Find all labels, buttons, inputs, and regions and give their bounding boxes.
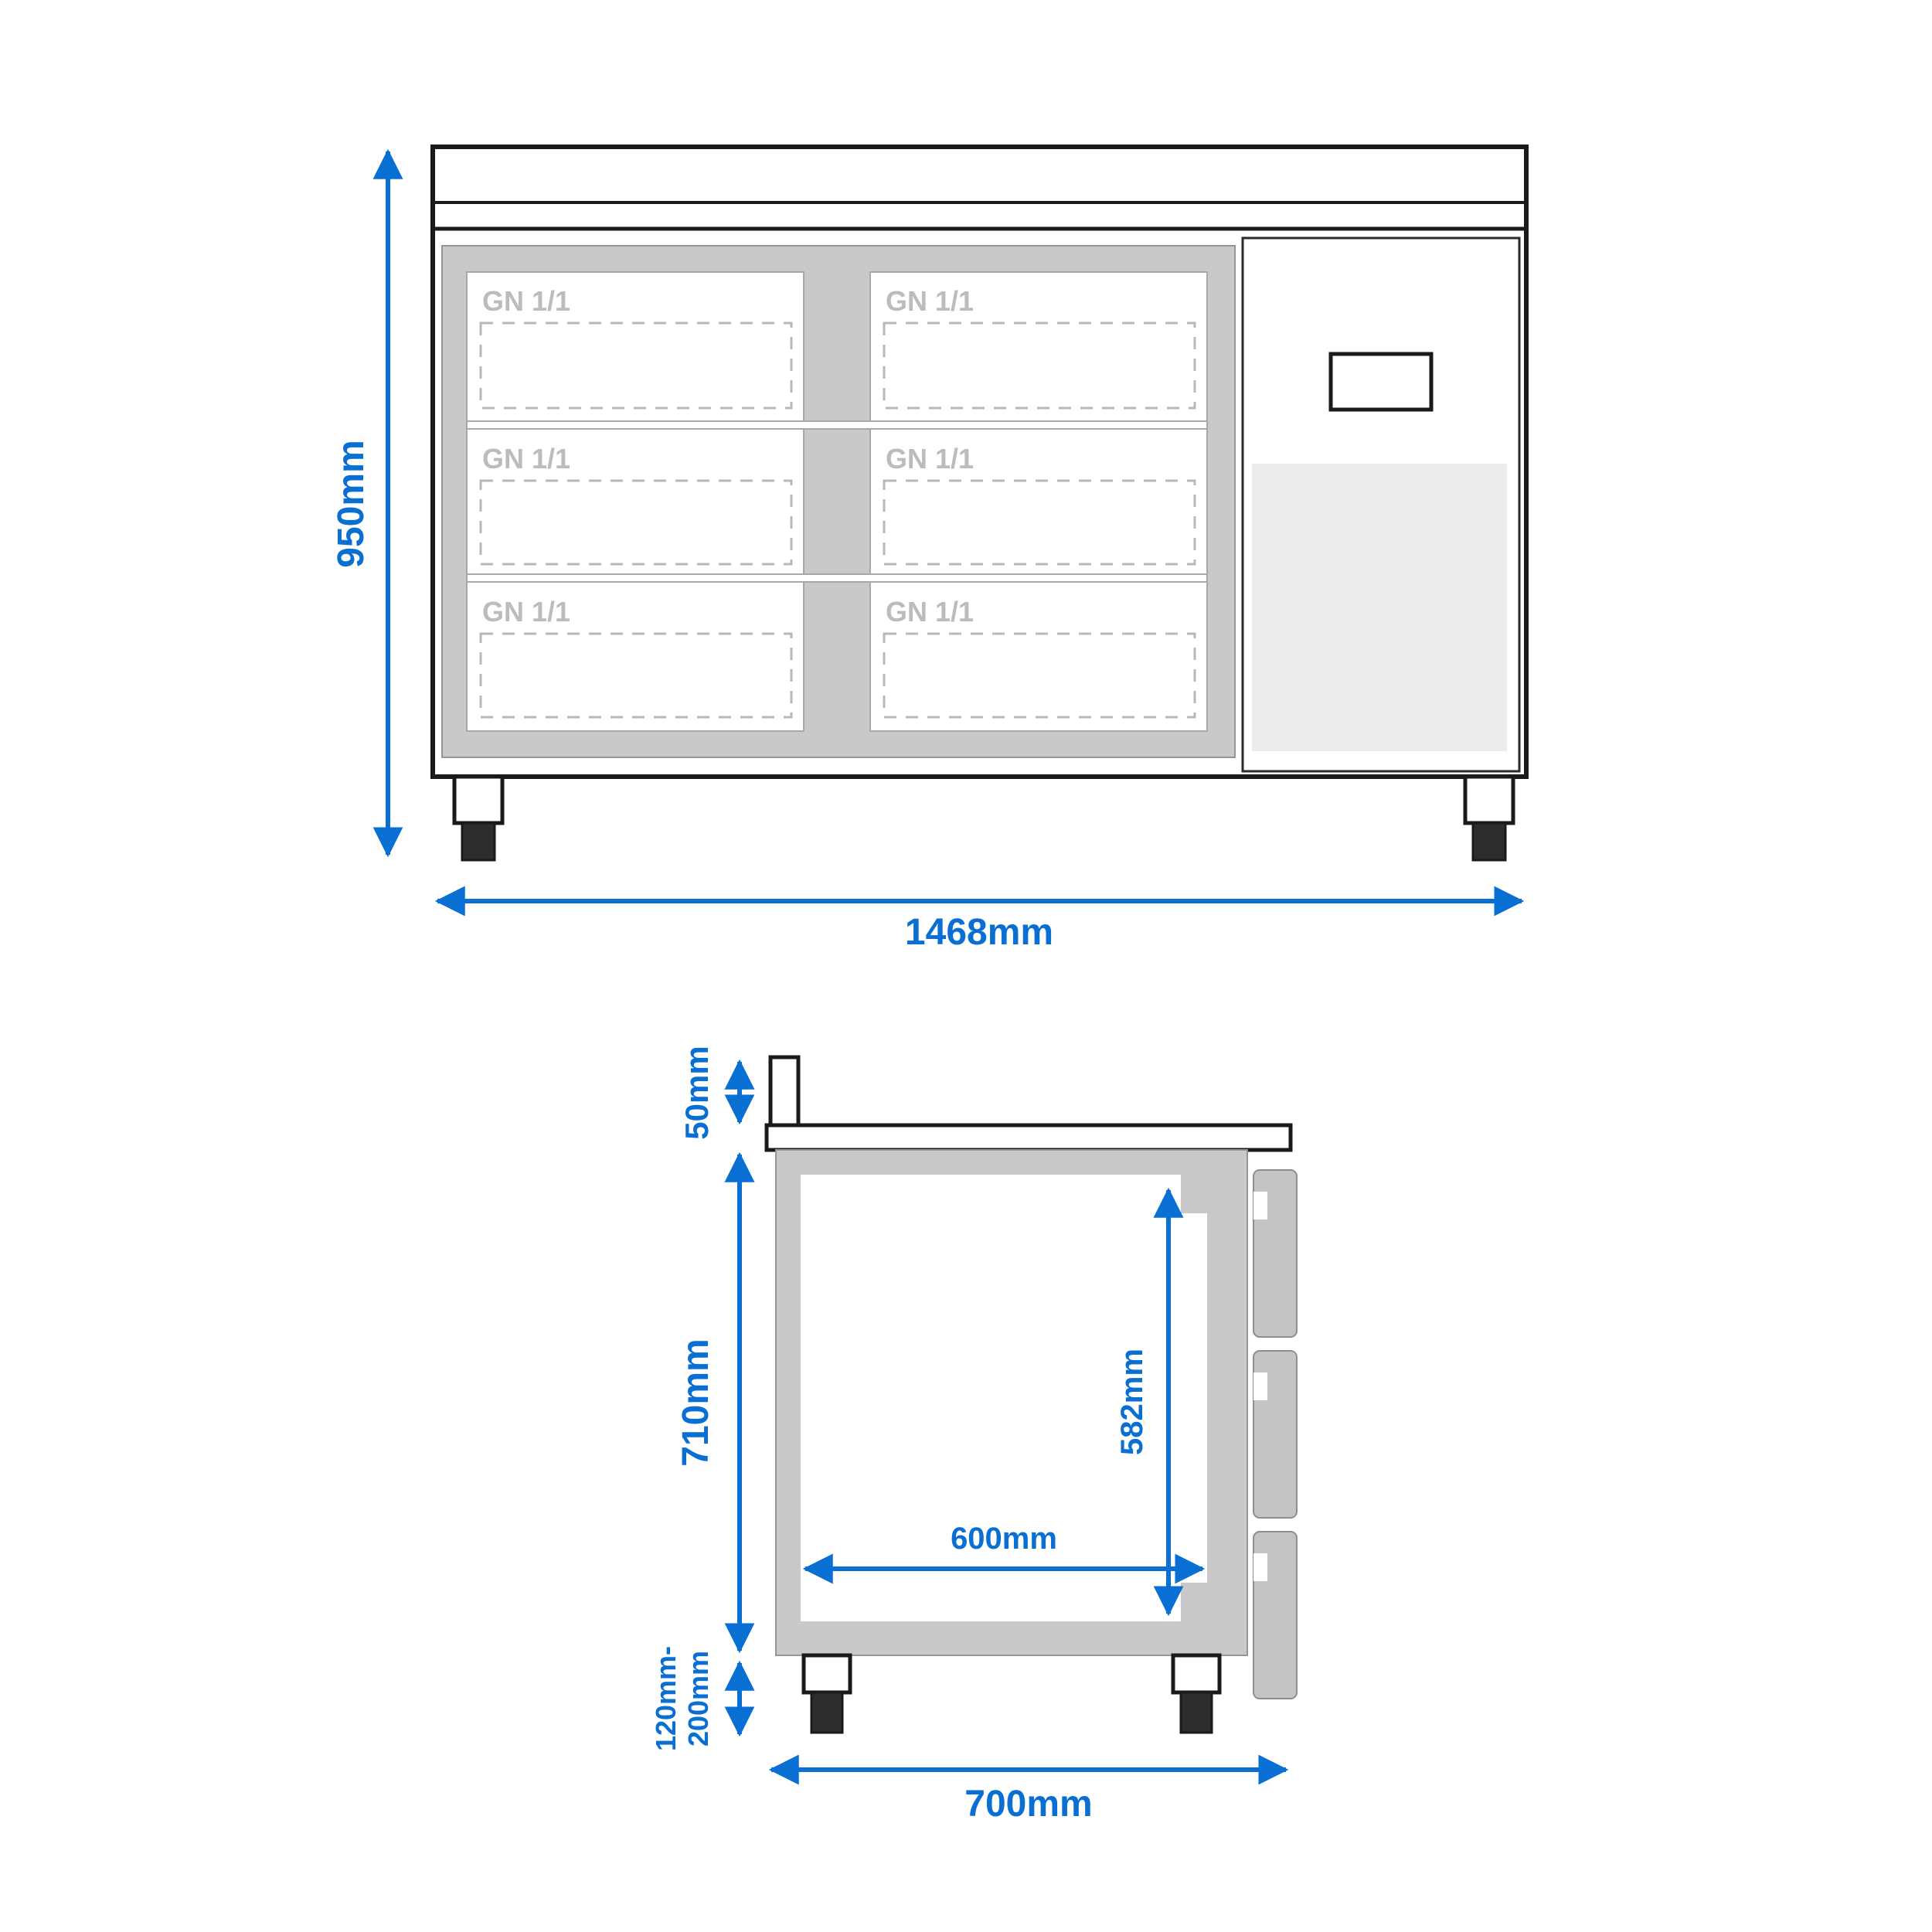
vent-panel (1252, 464, 1507, 751)
dim-overall-height: 950mm (331, 148, 403, 858)
side-view: 50mm 710mm 120mm- 200mm 582mm 600mm 700m… (650, 1046, 1298, 1825)
control-display (1328, 352, 1434, 412)
shelf-divider (466, 573, 1208, 583)
dim-overall-width: 1468mm (434, 886, 1525, 953)
dim-label-feet-max: 200mm (682, 1651, 714, 1747)
worktop-side (764, 1123, 1293, 1152)
gn-label: GN 1/1 (482, 443, 570, 474)
gn-pan-outline (479, 632, 793, 719)
dim-label-inner-width: 600mm (951, 1522, 1057, 1556)
interior-step-bottom (1181, 1583, 1207, 1621)
gn-pan-outline (479, 321, 793, 410)
drawer-bracket (1253, 1531, 1298, 1699)
dim-label-backsplash: 50mm (679, 1046, 715, 1139)
door-right (869, 271, 1208, 732)
body-interior (801, 1175, 1207, 1621)
interior-step-top (1181, 1175, 1207, 1213)
door-left (466, 271, 804, 732)
gn-pan-outline (883, 632, 1196, 719)
gn-label: GN 1/1 (886, 443, 974, 474)
dim-backsplash-height: 50mm (679, 1046, 755, 1140)
gn-label: GN 1/1 (482, 596, 570, 628)
gn-pan-outline (883, 321, 1196, 410)
gn-label: GN 1/1 (886, 596, 974, 628)
gn-label: GN 1/1 (482, 285, 570, 317)
foot-side-left (801, 1653, 852, 1734)
front-view: GN 1/1 GN 1/1 GN 1/1 GN 1/1 GN 1/1 GN 1/… (331, 145, 1529, 953)
foot-left (452, 774, 505, 862)
gn-pan-outline (883, 479, 1196, 566)
dim-inner-width: 600mm (802, 1522, 1206, 1584)
dim-label-depth: 700mm (964, 1784, 1092, 1825)
dim-body-height: 710mm (675, 1151, 755, 1654)
dim-label-height: 950mm (331, 440, 372, 567)
dim-label-feet-min: 120mm- (650, 1646, 682, 1751)
gn-pan-outline (479, 479, 793, 566)
dim-label-width: 1468mm (905, 912, 1053, 953)
foot-right (1463, 774, 1515, 862)
dim-label-body-height: 710mm (675, 1338, 716, 1466)
shelf-divider (466, 420, 1208, 430)
drawer-bracket (1253, 1169, 1298, 1338)
dim-label-inner-height: 582mm (1115, 1349, 1149, 1455)
dim-inner-height: 582mm (1115, 1187, 1184, 1617)
drawer-bracket (1253, 1350, 1298, 1519)
dim-depth: 700mm (768, 1754, 1289, 1825)
dim-feet-height: 120mm- 200mm (650, 1646, 755, 1751)
foot-side-right (1171, 1653, 1222, 1734)
backsplash (768, 1055, 801, 1131)
gn-label: GN 1/1 (886, 285, 974, 317)
